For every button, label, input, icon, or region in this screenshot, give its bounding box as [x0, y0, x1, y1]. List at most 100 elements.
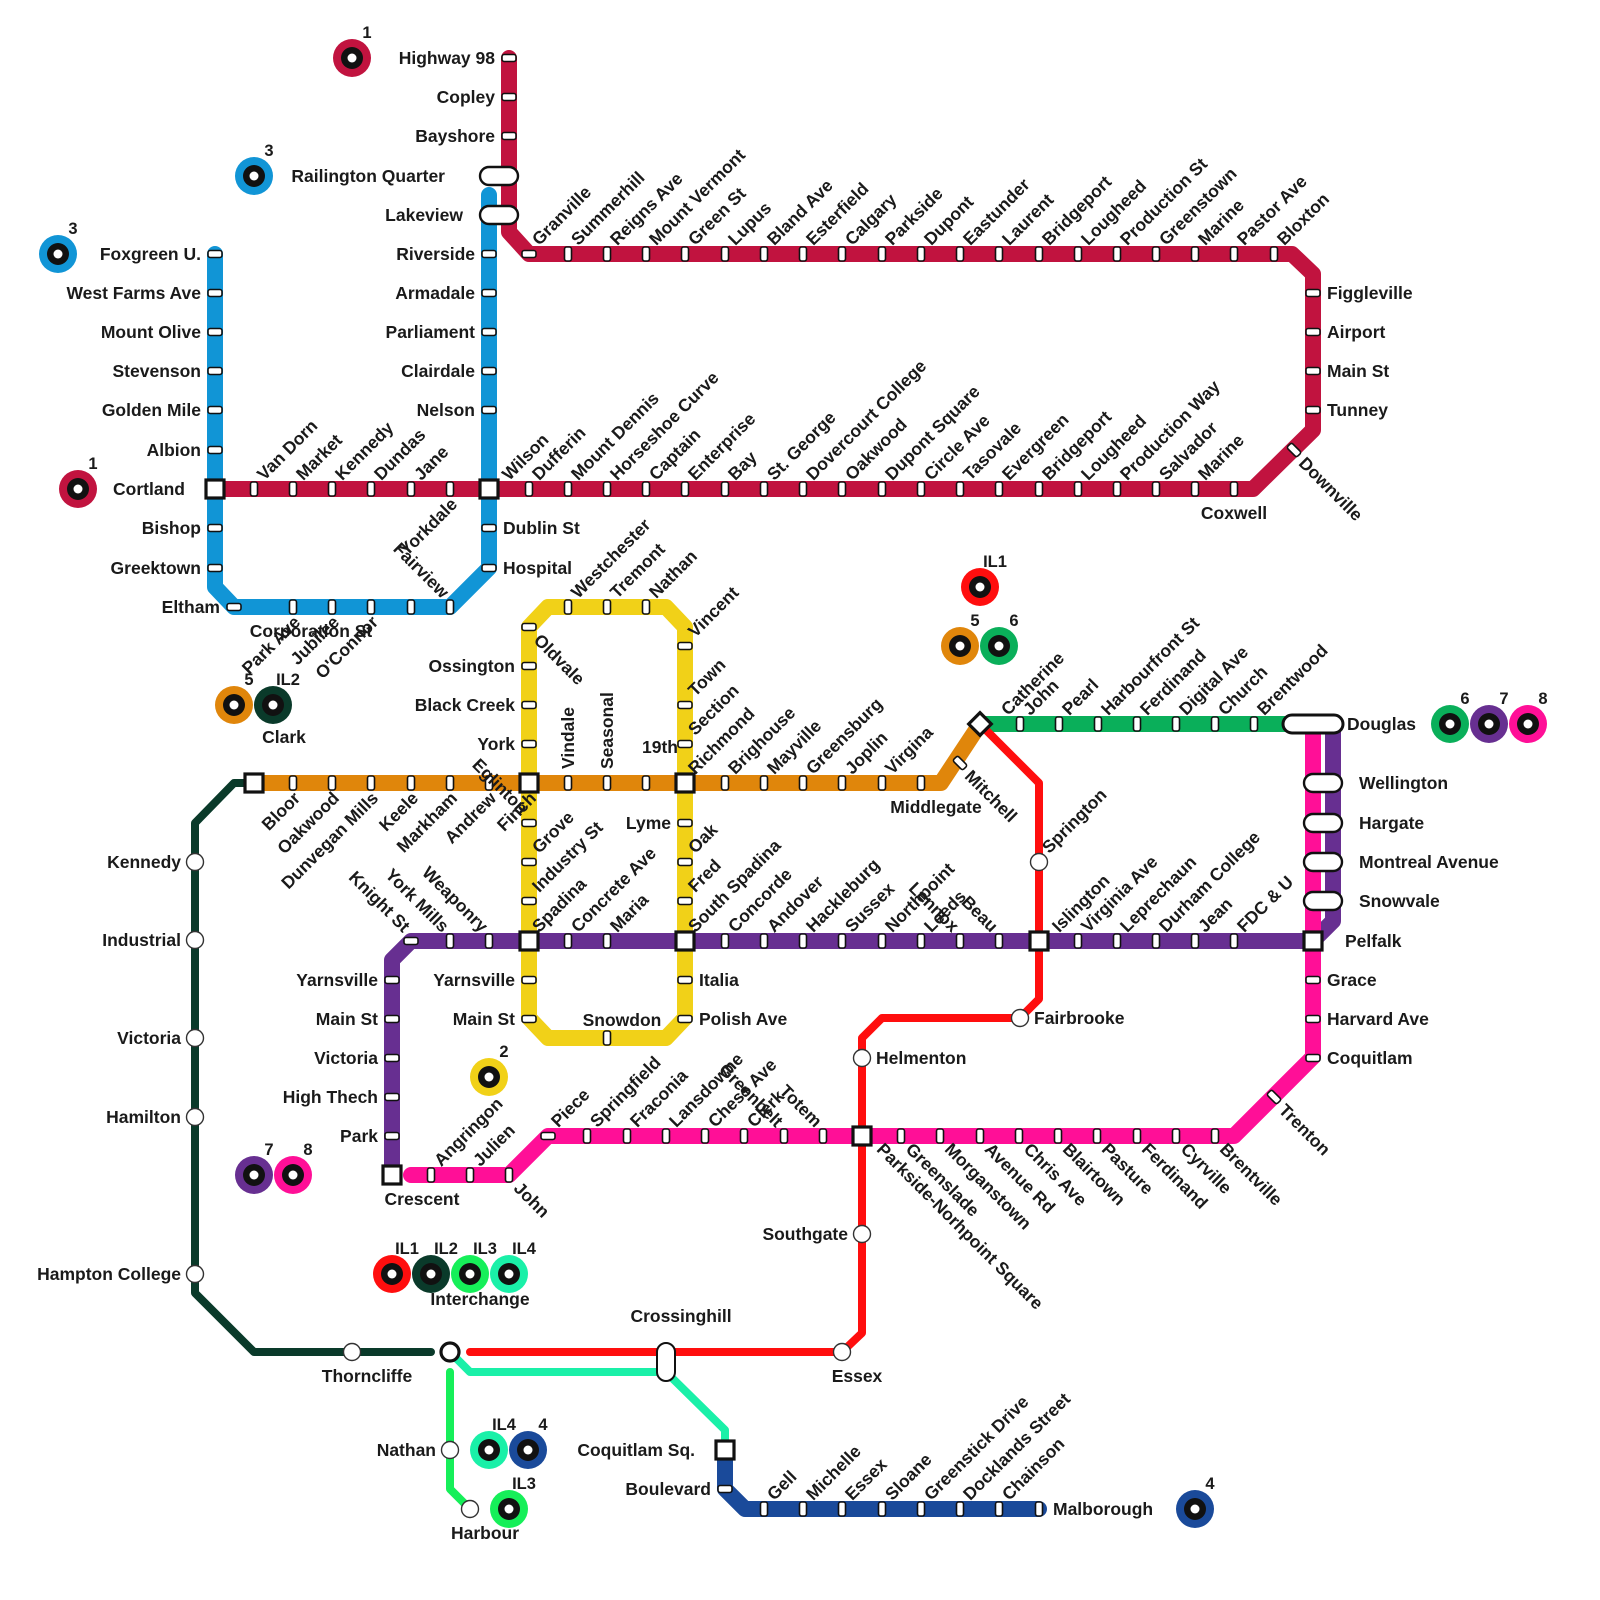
station-marine-marker[interactable] [1192, 482, 1199, 496]
station-douglas-marker[interactable] [1283, 715, 1343, 733]
station-dublin-st-marker[interactable] [482, 525, 496, 532]
station-montreal-avenue-marker[interactable] [1304, 853, 1342, 871]
station-ferdinand-marker[interactable] [1134, 717, 1141, 731]
station-marine-marker[interactable] [1192, 247, 1199, 261]
station-springton-marker[interactable] [1031, 854, 1048, 871]
station-john-marker[interactable] [506, 1168, 513, 1182]
station-golden-mile-marker[interactable] [208, 407, 222, 414]
station-laurent-marker[interactable] [996, 247, 1003, 261]
station-fraconia-marker[interactable] [624, 1129, 631, 1143]
station-parkside-norhpoint-square-marker[interactable] [853, 1127, 871, 1145]
station-harvard-ave-marker[interactable] [1306, 1016, 1320, 1023]
station-victoria-marker[interactable] [187, 1030, 204, 1047]
station-summerhill-marker[interactable] [565, 247, 572, 261]
station-esterfield-marker[interactable] [800, 247, 807, 261]
station-ossington-marker[interactable] [522, 663, 536, 670]
station-brighouse-marker[interactable] [722, 776, 729, 790]
station-docklands-street-marker[interactable] [957, 1502, 964, 1516]
station-york-mills-marker[interactable] [447, 934, 454, 948]
station-railington-quarter-marker[interactable] [480, 167, 518, 185]
station-polish-ave-marker[interactable] [678, 1016, 692, 1023]
station-bland-ave-marker[interactable] [761, 247, 768, 261]
station-main-st-marker[interactable] [1306, 368, 1320, 375]
station-springfield-marker[interactable] [584, 1129, 591, 1143]
station-concorde-marker[interactable] [722, 934, 729, 948]
station-jean-marker[interactable] [1192, 934, 1199, 948]
station-mayville-marker[interactable] [761, 776, 768, 790]
station-nathan-marker[interactable] [643, 600, 650, 614]
station-digital-ave-marker[interactable] [1173, 717, 1180, 731]
station-production-way-marker[interactable] [1114, 482, 1121, 496]
station-greensburg-marker[interactable] [800, 776, 807, 790]
station-clark-marker[interactable] [245, 774, 263, 792]
station-crescent-marker[interactable] [383, 1166, 401, 1184]
station-gell-marker[interactable] [761, 1502, 768, 1516]
station-market-marker[interactable] [290, 482, 297, 496]
station-dupont-square-marker[interactable] [879, 482, 886, 496]
station-oldvale-marker[interactable] [522, 624, 536, 631]
station-coquitlam-marker[interactable] [1306, 1055, 1320, 1062]
station-yorkdale-marker[interactable] [447, 482, 454, 496]
station-park-ave-marker[interactable] [290, 600, 297, 614]
station-hamilton-marker[interactable] [187, 1109, 204, 1126]
station-chris-ave-marker[interactable] [1016, 1129, 1023, 1143]
station-lougheed-marker[interactable] [1075, 247, 1082, 261]
station-lougheed-marker[interactable] [1075, 482, 1082, 496]
station-knight-st-marker[interactable] [404, 938, 418, 945]
station-bloor-marker[interactable] [290, 776, 297, 790]
station-lansdowne-marker[interactable] [663, 1129, 670, 1143]
station-chess-ave-marker[interactable] [702, 1129, 709, 1143]
station-oakwood-marker[interactable] [329, 776, 336, 790]
station-parliament-marker[interactable] [482, 329, 496, 336]
station-vindale-marker[interactable] [565, 776, 572, 790]
station-hackleburg-marker[interactable] [800, 934, 807, 948]
station-circle-ave-marker[interactable] [918, 482, 925, 496]
station-fairview-marker[interactable] [447, 600, 454, 614]
station-thorncliffe-marker[interactable] [344, 1344, 361, 1361]
station-main-st-marker[interactable] [522, 1016, 536, 1023]
station-19th-marker[interactable] [643, 776, 650, 790]
station-richmond-marker[interactable] [676, 774, 694, 792]
station-dunvegan-mills-marker[interactable] [368, 776, 375, 790]
station-corporation-st-marker[interactable] [408, 600, 415, 614]
station-maria-marker[interactable] [604, 934, 611, 948]
station-markham-marker[interactable] [447, 776, 454, 790]
station-dundas-marker[interactable] [368, 482, 375, 496]
station-finch-marker[interactable] [520, 774, 538, 792]
station-dovercourt-college-marker[interactable] [800, 482, 807, 496]
station-southgate-marker[interactable] [854, 1226, 871, 1243]
station-reigns-ave-marker[interactable] [604, 247, 611, 261]
station-chainson-marker[interactable] [996, 1502, 1003, 1516]
station-kennedy-marker[interactable] [329, 482, 336, 496]
station-lakeview-marker[interactable] [480, 206, 518, 224]
station-york-marker[interactable] [522, 741, 536, 748]
station-tremont-marker[interactable] [604, 600, 611, 614]
station-middlegate-marker[interactable] [918, 776, 925, 790]
station-clerk-marker[interactable] [741, 1129, 748, 1143]
station-mount-dennis-marker[interactable] [565, 482, 572, 496]
station-keele-marker[interactable] [408, 776, 415, 790]
station-harbour-marker[interactable] [462, 1501, 479, 1518]
station-coxwell-marker[interactable] [1231, 482, 1238, 496]
station-pasture-marker[interactable] [1094, 1129, 1101, 1143]
station-bridgeport-marker[interactable] [1036, 482, 1043, 496]
station-albion-marker[interactable] [208, 447, 222, 454]
station-morganstown-marker[interactable] [937, 1129, 944, 1143]
station-lupus-marker[interactable] [722, 247, 729, 261]
station-airport-marker[interactable] [1306, 329, 1320, 336]
station-jubilee-marker[interactable] [329, 600, 336, 614]
station-figgleville-marker[interactable] [1306, 290, 1320, 297]
station-pearl-marker[interactable] [1056, 717, 1063, 731]
station-town-marker[interactable] [678, 702, 692, 709]
station-piece-marker[interactable] [541, 1133, 555, 1140]
station-weaponry-marker[interactable] [486, 934, 493, 948]
station-virgina-marker[interactable] [879, 776, 886, 790]
station-stevenson-marker[interactable] [208, 368, 222, 375]
station-wilson-marker[interactable] [480, 480, 498, 498]
station-coquitlam-sq-marker[interactable] [716, 1441, 734, 1459]
station-eglinton-marker[interactable] [522, 820, 536, 827]
station-nelson-marker[interactable] [482, 407, 496, 414]
station-green-st-marker[interactable] [682, 247, 689, 261]
station-evergreen-marker[interactable] [996, 482, 1003, 496]
station-greektown-marker[interactable] [208, 565, 222, 572]
